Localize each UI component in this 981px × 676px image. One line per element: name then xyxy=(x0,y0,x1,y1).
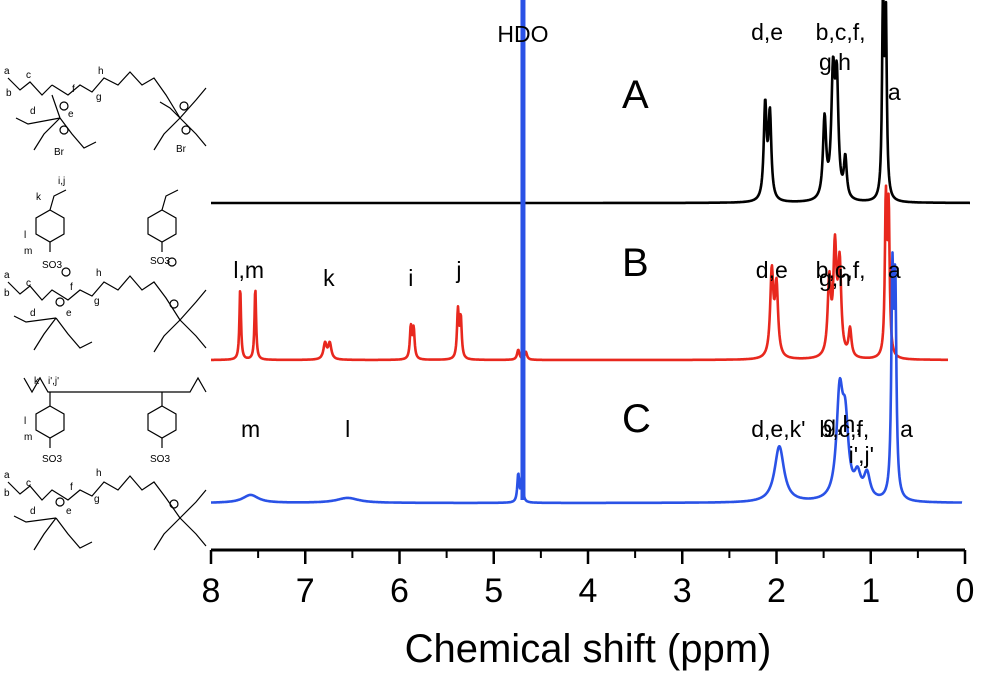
peak-annotation: m xyxy=(241,416,260,442)
peak-annotation: d,e xyxy=(756,257,788,283)
peak-annotation: b,c,f, xyxy=(816,257,866,283)
x-tick-label: 1 xyxy=(861,572,880,610)
structure-b-labels: i,j k l m SO3 SO3 a b c d e f g h xyxy=(4,176,170,319)
peak-annotation: g,h, xyxy=(823,411,861,437)
struct-label: k xyxy=(36,192,42,203)
panel-label-a: A xyxy=(622,73,649,117)
struct-label: f xyxy=(72,84,75,95)
peak-annotation: g,h xyxy=(819,265,851,291)
struct-label: c xyxy=(26,278,31,289)
struct-label: f xyxy=(70,482,73,493)
struct-label: SO3 xyxy=(150,454,170,465)
panel-label-b: B xyxy=(622,241,649,285)
x-tick-label: 3 xyxy=(673,572,692,610)
x-axis-label: Chemical shift (ppm) xyxy=(405,627,772,671)
peak-annotation: b,c,f, xyxy=(819,416,869,442)
struct-label: a xyxy=(4,470,10,481)
structure-c xyxy=(7,376,207,551)
struct-label: Br xyxy=(176,144,187,155)
peak-annotation: d,e,k' xyxy=(751,416,805,442)
struct-label: b xyxy=(4,488,10,499)
peak-annotation: b,c,f, xyxy=(816,19,866,45)
struct-label: h xyxy=(96,268,102,279)
struct-label: e xyxy=(68,109,74,120)
struct-label: Br xyxy=(54,147,65,158)
x-tick-label: 6 xyxy=(390,572,409,610)
spectra-layer xyxy=(210,0,971,505)
struct-label: SO3 xyxy=(42,260,62,271)
struct-label: l xyxy=(24,416,26,427)
struct-label: d xyxy=(30,308,36,319)
structure-a xyxy=(7,71,207,151)
x-tick-label: 2 xyxy=(767,572,786,610)
chemical-structures: a b c d e f g h Br Br xyxy=(4,66,207,551)
peak-annotation: l,m xyxy=(233,257,264,283)
x-tick-label: 8 xyxy=(202,572,221,610)
spectrum-line-a xyxy=(210,0,971,205)
peak-annotation: a xyxy=(888,79,901,105)
x-tick-label: 0 xyxy=(956,572,975,610)
struct-label: b xyxy=(4,288,10,299)
struct-label: d xyxy=(30,506,36,517)
x-tick-label: 7 xyxy=(296,572,315,610)
structure-a-labels: a b c d e f g h Br Br xyxy=(4,66,187,158)
peak-annotation: d,e xyxy=(751,19,783,45)
peak-annotation: i xyxy=(408,265,413,291)
struct-label: a xyxy=(4,270,10,281)
struct-label: e xyxy=(66,308,72,319)
struct-label: k' xyxy=(34,376,41,387)
hdo-label: HDO xyxy=(497,21,548,47)
struct-label: c xyxy=(26,70,31,81)
struct-label: c xyxy=(26,478,31,489)
peak-annotation: l xyxy=(345,416,350,442)
x-tick-label: 4 xyxy=(579,572,598,610)
struct-label: g xyxy=(96,92,102,103)
peak-annotation: g,h xyxy=(819,49,851,75)
struct-label: a xyxy=(4,66,10,77)
peak-annotation: i',j' xyxy=(849,442,874,468)
struct-label: g xyxy=(94,494,100,505)
struct-label: i,j xyxy=(58,176,65,187)
struct-label: f xyxy=(70,282,73,293)
structure-b xyxy=(7,189,207,353)
struct-label: SO3 xyxy=(150,256,170,267)
x-tick-label: 5 xyxy=(484,572,503,610)
struct-label: d xyxy=(30,106,36,117)
struct-label: h xyxy=(98,66,104,77)
peak-annotation: a xyxy=(888,257,901,283)
struct-label: l xyxy=(24,230,26,241)
structure-c-labels: k' i',j' l m SO3 SO3 a b c d e f g h xyxy=(4,376,170,517)
peak-annotation: j xyxy=(455,257,461,283)
struct-label: g xyxy=(94,296,100,307)
panel-label-c: C xyxy=(622,397,651,441)
spectrum-line-c xyxy=(210,251,963,505)
spectrum-line-b xyxy=(210,184,949,362)
struct-label: e xyxy=(66,506,72,517)
struct-label: i',j' xyxy=(48,376,59,387)
struct-label: b xyxy=(6,88,12,99)
struct-label: m xyxy=(24,246,32,257)
peak-annotation: k xyxy=(323,265,335,291)
peak-annotation: a xyxy=(900,416,913,442)
x-axis: 8 7 6 5 4 3 2 1 0 xyxy=(202,548,975,610)
struct-label: h xyxy=(96,468,102,479)
struct-label: SO3 xyxy=(42,454,62,465)
struct-label: m xyxy=(24,432,32,443)
